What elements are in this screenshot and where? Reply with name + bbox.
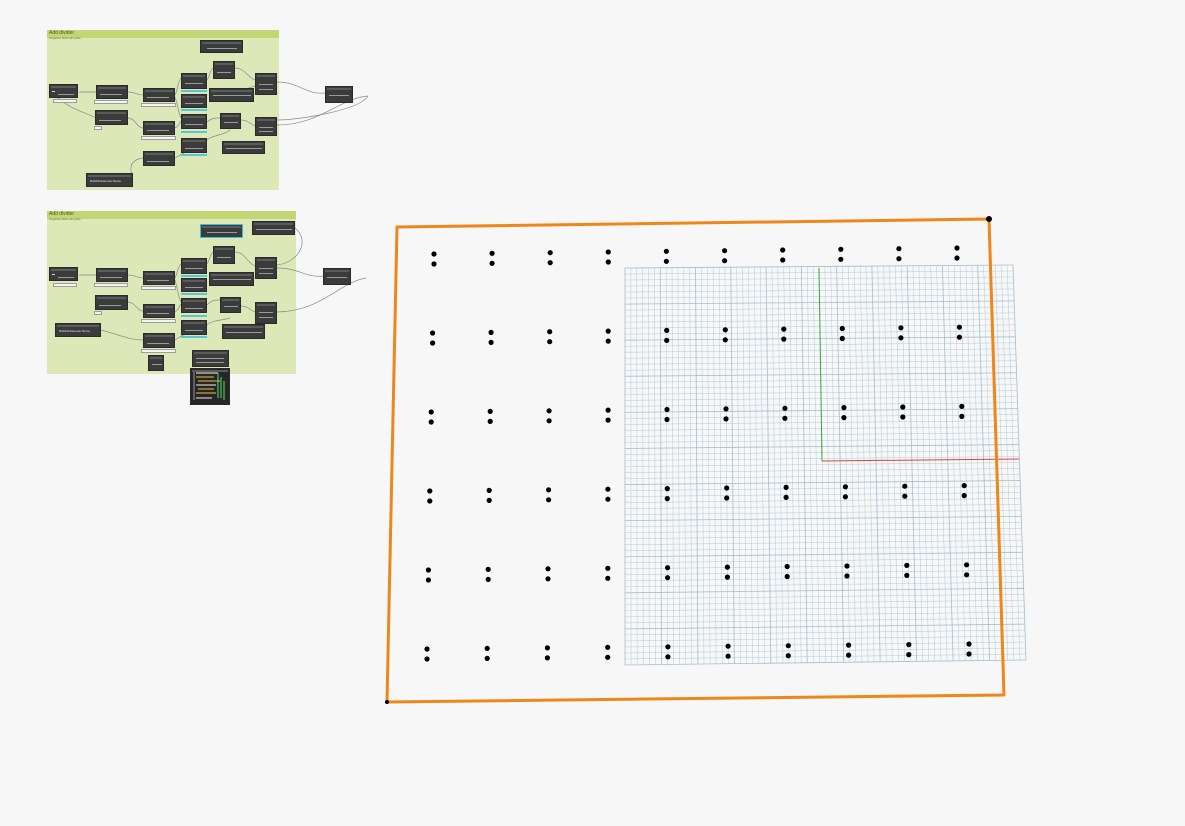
graph-node-selected[interactable] bbox=[200, 224, 243, 238]
node-selection-bar bbox=[181, 131, 207, 133]
group-title: Add divider bbox=[49, 211, 75, 217]
node-label: BuiltInParameter.Name bbox=[90, 179, 122, 183]
group-header[interactable] bbox=[47, 211, 296, 219]
graph-node[interactable] bbox=[143, 88, 175, 102]
node-value-field[interactable] bbox=[141, 319, 176, 323]
node-value-field[interactable] bbox=[94, 311, 102, 315]
node-selection-bar bbox=[181, 154, 207, 156]
graph-node[interactable] bbox=[200, 40, 243, 53]
graph-node[interactable] bbox=[325, 86, 353, 103]
node-value-field[interactable] bbox=[94, 283, 128, 287]
graph-node[interactable] bbox=[220, 113, 241, 129]
graph-node[interactable] bbox=[143, 121, 175, 135]
graph-node[interactable] bbox=[181, 298, 207, 313]
graph-node[interactable] bbox=[222, 141, 265, 154]
graph-node[interactable] bbox=[181, 258, 207, 274]
node-selection-bar bbox=[181, 90, 207, 92]
node-value-field[interactable] bbox=[53, 99, 77, 103]
slab-boundary-outline bbox=[385, 217, 1006, 704]
graph-node[interactable] bbox=[49, 267, 78, 281]
graph-node[interactable]: BuiltInParameter.Name bbox=[55, 323, 101, 337]
graph-node[interactable] bbox=[148, 355, 164, 371]
axis-lines bbox=[818, 267, 1020, 462]
graph-node[interactable] bbox=[181, 278, 207, 292]
graph-node[interactable]: BuiltInParameter.Name bbox=[86, 173, 133, 187]
graph-node[interactable] bbox=[192, 350, 229, 367]
node-group-1[interactable]: Add divider Organize slab sub-grids bbox=[47, 30, 279, 190]
node-value-field[interactable] bbox=[53, 283, 77, 287]
node-selection-bar bbox=[181, 293, 207, 295]
graph-node[interactable] bbox=[255, 117, 277, 136]
node-selection-bar bbox=[181, 315, 207, 317]
watch-node[interactable] bbox=[190, 368, 230, 405]
graph-node[interactable] bbox=[323, 268, 351, 285]
graph-node[interactable] bbox=[143, 304, 175, 318]
graph-node[interactable] bbox=[96, 268, 128, 282]
graph-node[interactable] bbox=[255, 257, 277, 279]
node-selection-bar bbox=[181, 336, 207, 338]
group-title: Add divider bbox=[49, 30, 75, 36]
graph-node[interactable] bbox=[95, 295, 128, 310]
node-value-field[interactable] bbox=[141, 103, 176, 107]
graph-node[interactable] bbox=[95, 110, 128, 125]
node-value-field[interactable] bbox=[94, 126, 102, 130]
grid-plane bbox=[624, 264, 1027, 666]
graph-node[interactable] bbox=[209, 272, 254, 286]
node-value-field[interactable] bbox=[94, 100, 128, 104]
graph-node[interactable] bbox=[209, 88, 254, 102]
graph-node[interactable] bbox=[143, 271, 175, 285]
graph-node[interactable] bbox=[181, 94, 207, 108]
graph-node[interactable] bbox=[143, 151, 175, 166]
graph-node[interactable] bbox=[181, 114, 207, 129]
node-value-field[interactable] bbox=[141, 286, 176, 290]
node-selection-bar bbox=[181, 275, 207, 277]
node-selection-bar bbox=[181, 109, 207, 111]
point-grid bbox=[424, 245, 972, 662]
graph-node[interactable] bbox=[255, 302, 277, 324]
graph-node[interactable] bbox=[213, 61, 235, 79]
graph-node[interactable] bbox=[49, 84, 78, 98]
node-value-field[interactable] bbox=[141, 349, 176, 353]
graph-node[interactable] bbox=[181, 73, 207, 89]
node-label: BuiltInParameter.Name bbox=[59, 329, 91, 333]
node-value-field[interactable] bbox=[141, 136, 176, 140]
graph-node[interactable] bbox=[181, 138, 207, 153]
graph-node[interactable] bbox=[213, 246, 235, 264]
graph-node[interactable] bbox=[96, 85, 128, 99]
graph-node[interactable] bbox=[143, 333, 175, 348]
graph-node[interactable] bbox=[220, 297, 241, 313]
graph-node[interactable] bbox=[252, 221, 295, 235]
group-description: Organize slab sub-grids bbox=[49, 217, 81, 221]
group-header[interactable] bbox=[47, 30, 279, 38]
group-description: Organize slab sub-grids bbox=[49, 36, 81, 40]
boundary-vertex bbox=[385, 700, 389, 704]
boundary-vertex bbox=[986, 216, 992, 222]
graph-node[interactable] bbox=[222, 324, 265, 339]
graph-node[interactable] bbox=[181, 320, 207, 335]
graph-node[interactable] bbox=[255, 73, 277, 95]
